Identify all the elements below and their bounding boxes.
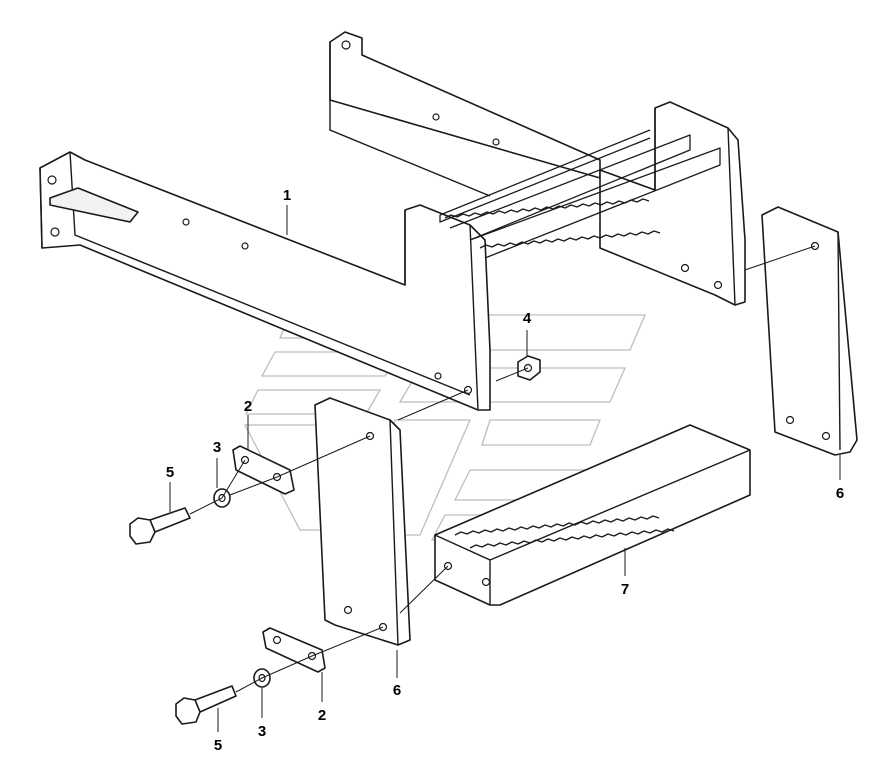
callout-3-lower: 3 — [258, 723, 266, 740]
spacer-plate-right — [761, 206, 858, 456]
callout-7: 7 — [621, 581, 629, 598]
assembly-guide-lines — [189, 245, 816, 693]
callout-5-lower: 5 — [214, 737, 222, 754]
callout-labels: 1 2 2 3 3 4 5 5 6 6 7 — [166, 187, 844, 754]
main-bracket-frame — [39, 31, 746, 411]
callout-5-upper: 5 — [166, 464, 174, 481]
callout-leaders — [169, 205, 841, 732]
bolt-upper — [129, 507, 191, 545]
callout-2-upper: 2 — [244, 398, 252, 415]
bolt-lower — [175, 685, 237, 725]
clamp-plate-lower — [262, 627, 326, 673]
callout-1: 1 — [283, 187, 291, 204]
callout-4: 4 — [523, 310, 532, 327]
spacer-plate-left — [314, 397, 411, 646]
callout-2-lower: 2 — [318, 707, 326, 724]
step-tread — [434, 424, 751, 606]
clamp-plate-upper — [232, 445, 295, 495]
callout-6-left: 6 — [393, 682, 401, 699]
callout-3-upper: 3 — [213, 439, 221, 456]
callout-6-right: 6 — [836, 485, 844, 502]
nut — [517, 355, 541, 381]
